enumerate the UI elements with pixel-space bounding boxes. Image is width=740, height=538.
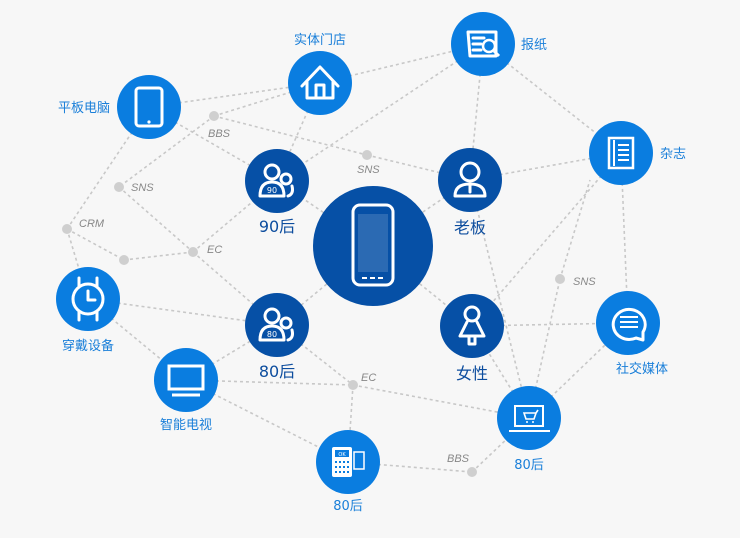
chat-bubble-icon	[611, 307, 647, 342]
badge: 80	[267, 330, 277, 339]
node-tablet[interactable]: 平板电脑	[58, 75, 181, 139]
node-ecommerce[interactable]: 80后	[497, 386, 561, 473]
node-gen90[interactable]: 90 90后	[245, 149, 309, 236]
laptop-cart-icon	[509, 405, 550, 432]
node-label: 报纸	[521, 38, 547, 53]
node-magazine[interactable]: 杂志	[589, 121, 686, 185]
watch-icon	[71, 276, 105, 322]
badge: 90	[267, 186, 277, 195]
node-wearable[interactable]: 穿戴设备	[56, 267, 120, 354]
woman-icon	[458, 305, 486, 346]
channel-label-sns: SNS	[357, 164, 380, 176]
center-smartphone-node	[313, 186, 433, 306]
node-label: 平板电脑	[58, 101, 110, 116]
node-label: 女性	[456, 364, 488, 383]
channel-label-crm: CRM	[79, 218, 105, 230]
people-icon	[258, 307, 294, 342]
node-label: 90后	[259, 217, 295, 236]
tv-icon	[167, 364, 205, 397]
house-icon	[300, 65, 340, 100]
node-label: 智能电视	[160, 418, 212, 433]
node-label: 80后	[514, 458, 544, 473]
channel-label-sns: SNS	[131, 182, 154, 194]
pos-ok: OK	[338, 452, 346, 458]
node-newspaper[interactable]: 报纸	[451, 12, 547, 76]
newspaper-search-icon	[466, 30, 501, 58]
channel-label-sns: SNS	[573, 276, 596, 288]
node-social[interactable]: 社交媒体	[596, 291, 668, 377]
channel-label-ec: EC	[361, 372, 376, 384]
people-icon	[258, 163, 294, 198]
channel-label-ec: EC	[207, 244, 222, 256]
node-gen80[interactable]: 80 80后	[245, 293, 309, 381]
node-store[interactable]: 实体门店	[288, 33, 352, 115]
smartphone-icon	[351, 203, 395, 287]
node-label: 穿戴设备	[62, 338, 114, 354]
tablet-icon	[134, 86, 164, 128]
node-label: 老板	[454, 218, 486, 237]
node-female[interactable]: 女性	[440, 294, 504, 383]
edges	[66, 43, 629, 473]
businessman-icon	[453, 161, 487, 198]
channel-label-bbs: BBS	[208, 128, 231, 140]
node-pos[interactable]: OK 80后	[316, 430, 380, 514]
pos-terminal-icon	[332, 447, 365, 477]
node-label: 80后	[259, 362, 295, 381]
node-label: 80后	[333, 499, 363, 514]
node-tv[interactable]: 智能电视	[154, 348, 218, 433]
node-boss[interactable]: 老板	[438, 148, 502, 237]
channel-label-bbs: BBS	[447, 453, 470, 465]
node-label: 杂志	[660, 147, 686, 162]
node-label: 社交媒体	[616, 361, 668, 377]
channel-dots: BBS SNS SNS CRM EC EC SNS BBS	[62, 111, 596, 477]
node-label: 实体门店	[294, 33, 346, 48]
magazine-icon	[607, 136, 635, 170]
